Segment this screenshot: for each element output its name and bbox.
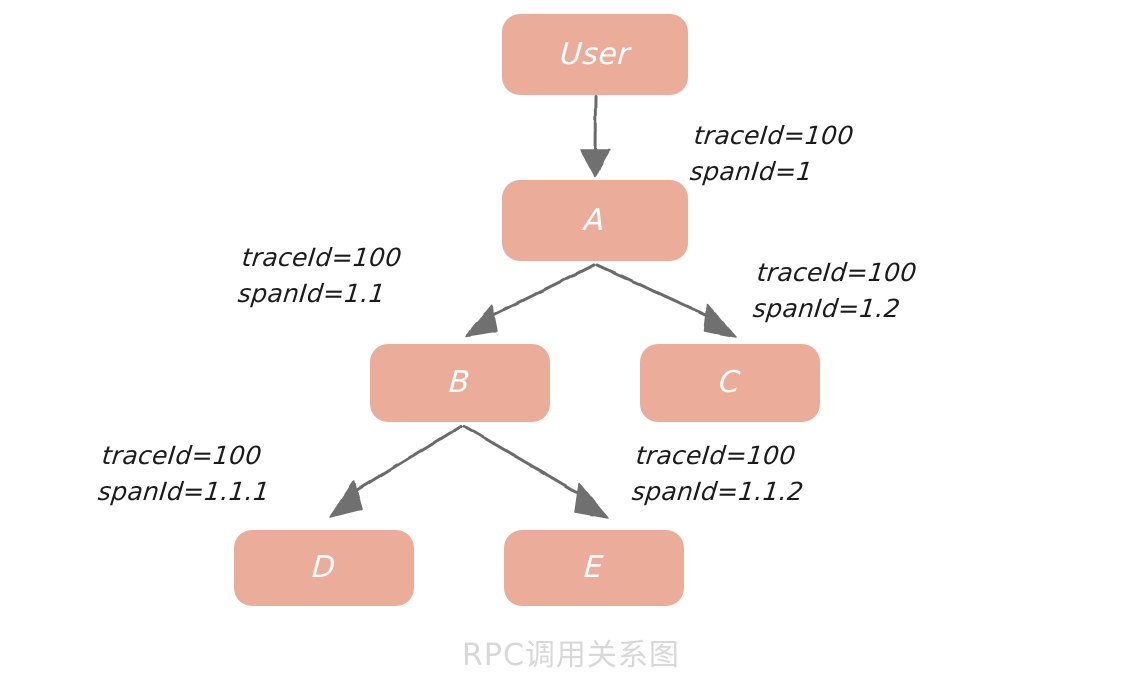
edge-label-user-a-trace: traceId=100 [692, 121, 856, 150]
node-e-label: E [583, 550, 605, 585]
node-b-label: B [448, 365, 472, 400]
edge-label-a-c-trace: traceId=100 [755, 258, 919, 287]
edge-label-b-e-span: spanId=1.1.2 [630, 477, 806, 507]
edge-label-user-a-span: spanId=1 [688, 157, 815, 187]
node-user-label: User [558, 36, 632, 72]
node-a-label: A [583, 202, 607, 238]
edge-b-e-arrow [462, 424, 609, 519]
node-c-label: C [718, 365, 742, 400]
edge-label-a-b-trace: traceId=100 [240, 243, 404, 272]
edge-label-a-c: traceId=100 spanId=1.2 [751, 255, 919, 328]
edge-user-a-arrow [580, 95, 611, 178]
node-d[interactable]: D [234, 530, 414, 606]
edge-a-b-arrow [465, 263, 596, 337]
edge-label-b-d-trace: traceId=100 [100, 441, 264, 470]
node-user[interactable]: User [502, 14, 688, 95]
edge-label-b-d-span: spanId=1.1.1 [96, 477, 272, 507]
edge-label-b-e-trace: traceId=100 [634, 441, 798, 470]
diagram-caption: RPC调用关系图 [462, 638, 680, 673]
node-e[interactable]: E [504, 530, 684, 606]
edge-label-a-b: traceId=100 spanId=1.1 [236, 240, 404, 313]
node-c[interactable]: C [640, 344, 820, 422]
edge-b-d-arrow [329, 424, 463, 518]
node-a[interactable]: A [502, 180, 688, 261]
edge-label-b-e: traceId=100 spanId=1.1.2 [630, 438, 809, 511]
edge-label-a-c-span: spanId=1.2 [751, 294, 902, 324]
node-b[interactable]: B [370, 344, 550, 422]
edge-label-a-b-span: spanId=1.1 [236, 279, 387, 309]
node-d-label: D [310, 550, 338, 585]
edge-label-user-a: traceId=100 spanId=1 [688, 118, 856, 191]
edge-a-c-arrow [595, 263, 737, 338]
edge-label-b-d: traceId=100 spanId=1.1.1 [96, 438, 275, 511]
